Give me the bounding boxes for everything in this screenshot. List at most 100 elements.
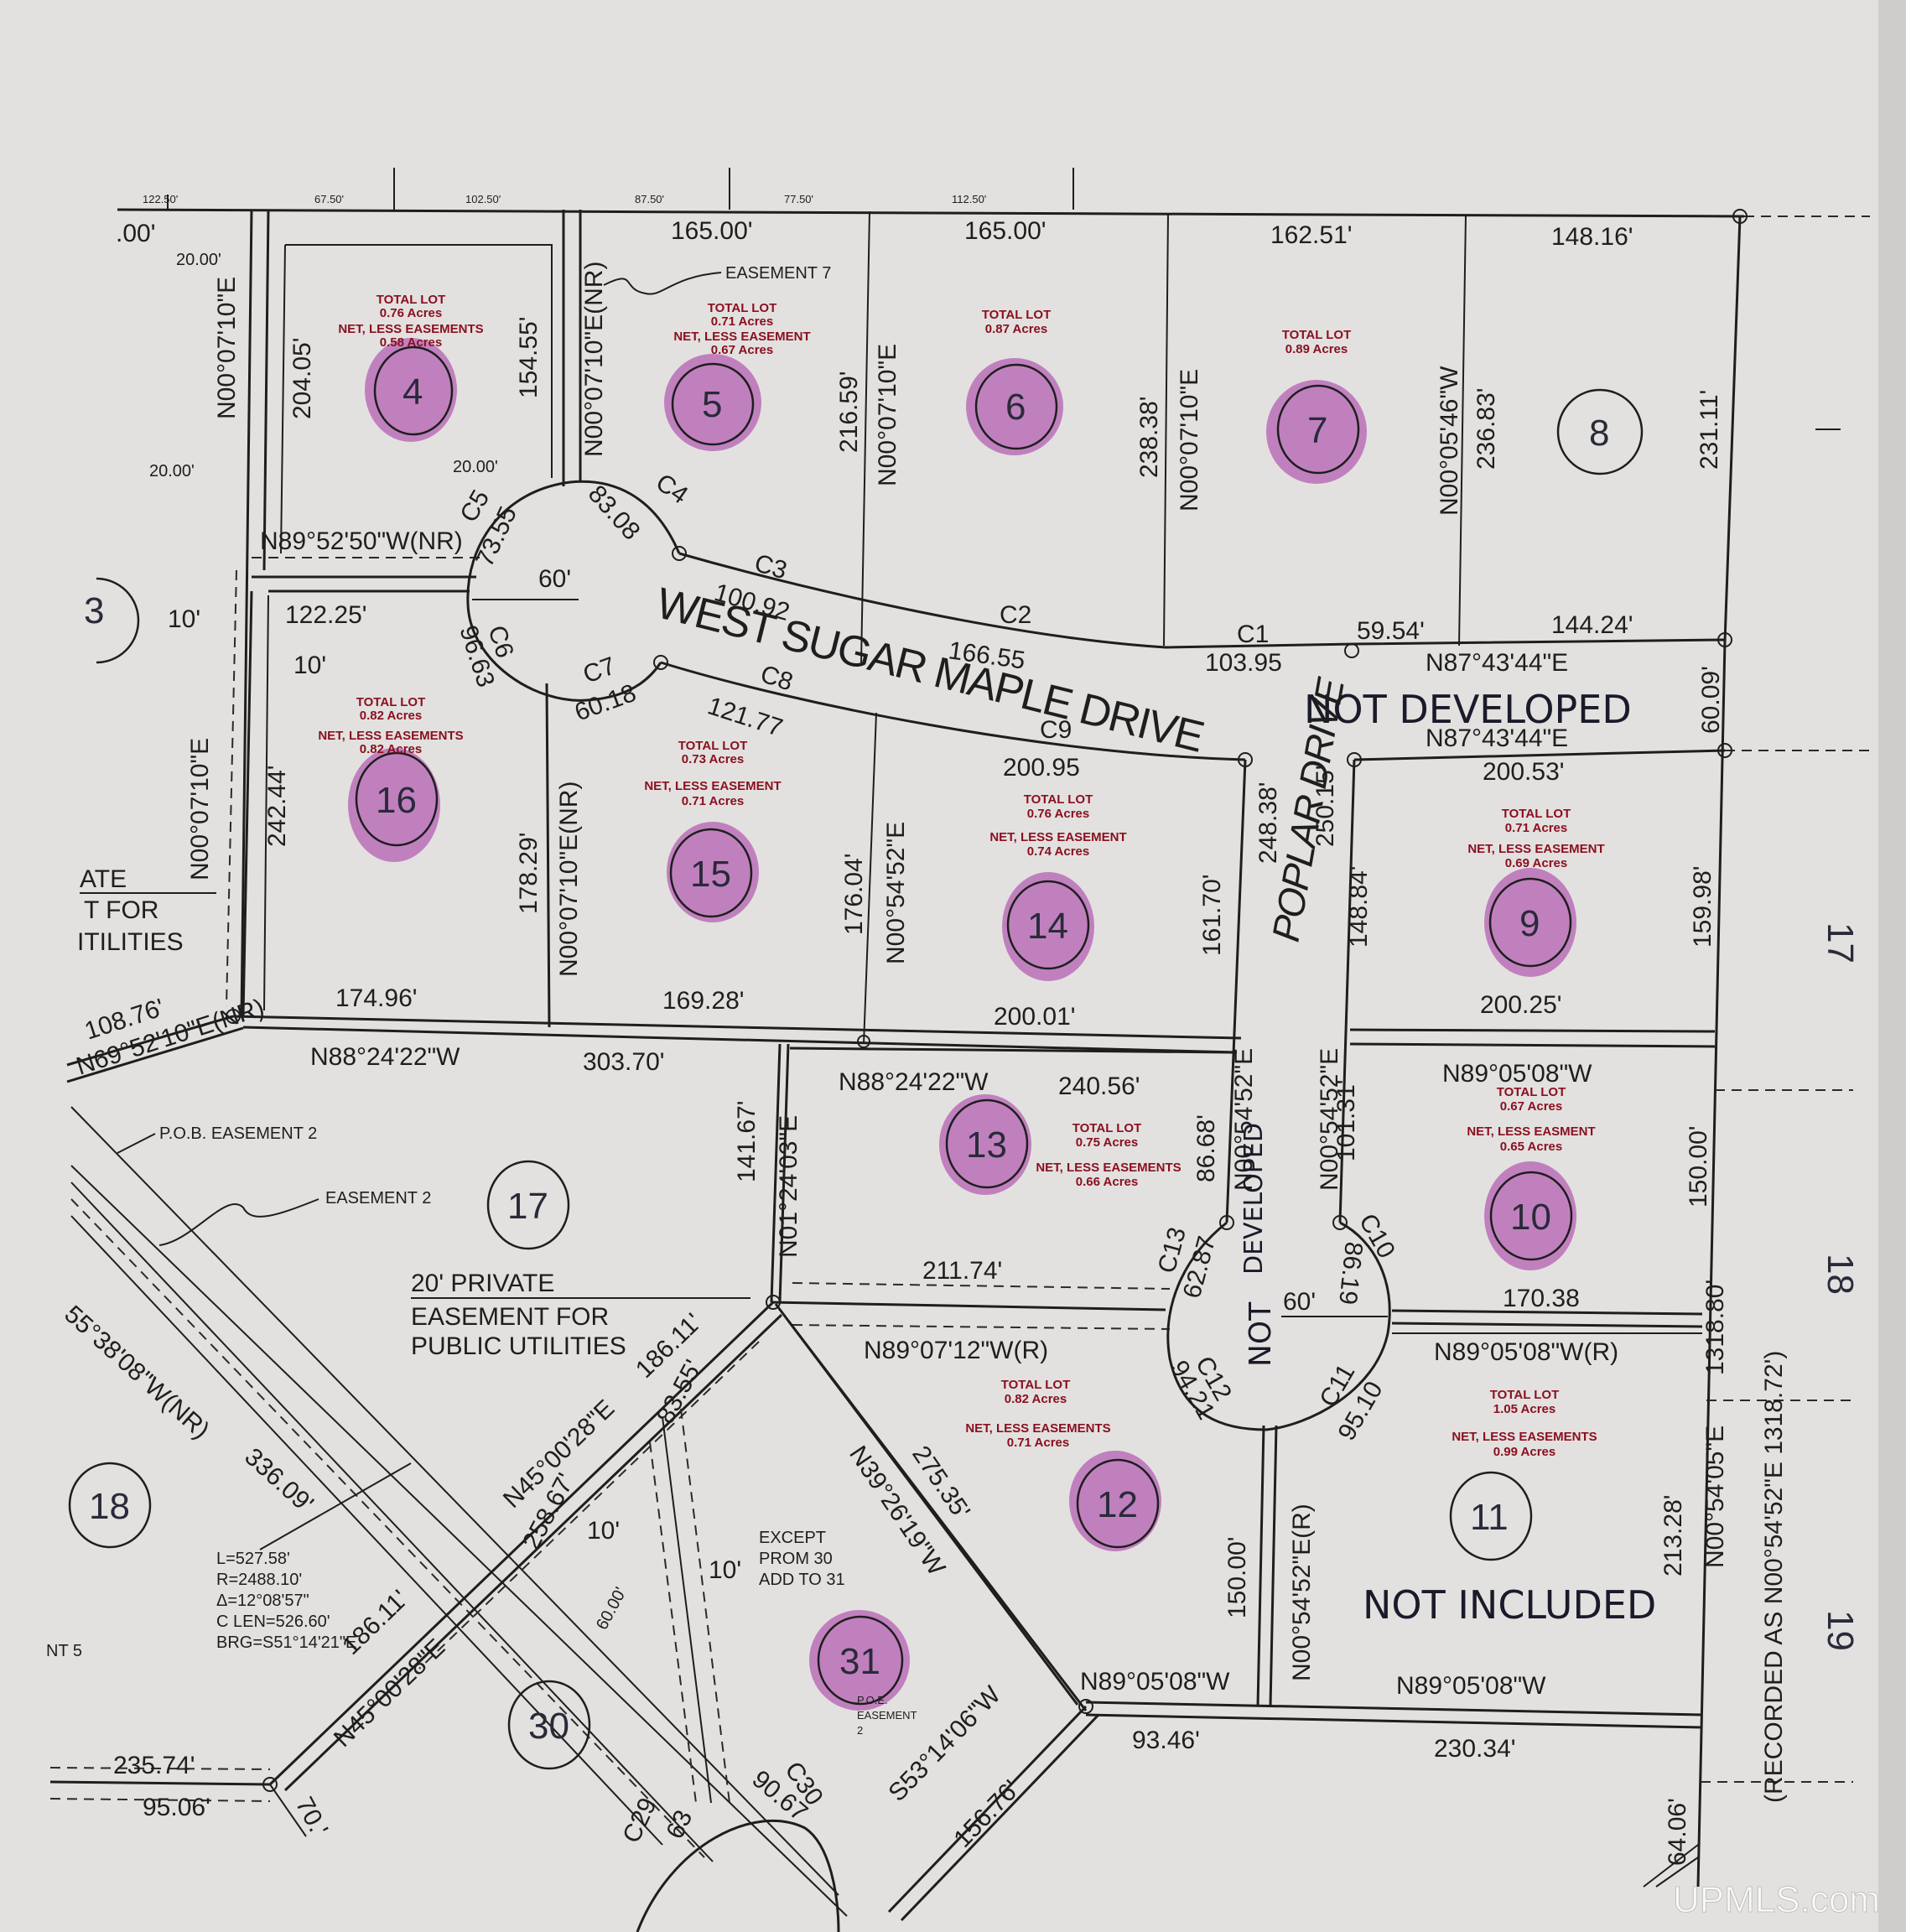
lot-number: 12: [1097, 1484, 1138, 1525]
svg-text:200.01': 200.01': [994, 1003, 1076, 1031]
svg-text:200.95: 200.95: [1003, 754, 1080, 782]
svg-text:0.73 Acres: 0.73 Acres: [682, 752, 745, 766]
svg-text:0.71 Acres: 0.71 Acres: [682, 794, 745, 808]
svg-text:TOTAL LOT: TOTAL LOT: [708, 301, 777, 315]
svg-text:122.25': 122.25': [285, 601, 367, 629]
svg-text:10': 10': [293, 652, 326, 679]
svg-text:200.25': 200.25': [1480, 991, 1562, 1019]
svg-text:TOTAL LOT: TOTAL LOT: [1502, 807, 1571, 821]
svg-text:N89°05'08"W: N89°05'08"W: [1442, 1060, 1592, 1088]
svg-text:95.06': 95.06': [143, 1794, 210, 1821]
svg-text:101.31': 101.31': [1332, 1080, 1360, 1162]
svg-text:165.00': 165.00': [964, 217, 1046, 245]
svg-text:NET, LESS EASEMENTS: NET, LESS EASEMENTS: [318, 729, 463, 743]
svg-text:NOT: NOT: [1244, 1301, 1278, 1367]
svg-text:N88°24'22"W: N88°24'22"W: [839, 1068, 989, 1096]
lot-number: 3: [84, 590, 104, 631]
svg-text:64.06': 64.06': [1664, 1798, 1691, 1866]
lot-number: 18: [89, 1486, 130, 1527]
svg-text:N00°07'10"E(NR): N00°07'10"E(NR): [580, 262, 608, 457]
tick-label: 112.50': [952, 193, 986, 205]
svg-text:204.05': 204.05': [288, 338, 316, 420]
tick-label: 87.50': [635, 193, 664, 205]
svg-text:NET, LESS EASEMENT: NET, LESS EASEMENT: [673, 330, 810, 344]
lot-number: 5: [702, 384, 722, 425]
svg-text:248.38': 248.38': [1254, 782, 1282, 865]
svg-text:0.76 Acres: 0.76 Acres: [380, 306, 443, 320]
svg-text:C1: C1: [1237, 621, 1269, 648]
svg-text:0.82 Acres: 0.82 Acres: [360, 709, 423, 723]
svg-text:235.74': 235.74': [113, 1752, 195, 1779]
svg-text:176.04': 176.04': [840, 854, 868, 936]
svg-text:NET, LESS EASMENT: NET, LESS EASMENT: [1467, 1124, 1595, 1139]
svg-text:TOTAL LOT: TOTAL LOT: [356, 695, 426, 709]
svg-text:R=2488.10': R=2488.10': [216, 1571, 302, 1589]
svg-text:TOTAL LOT: TOTAL LOT: [678, 739, 748, 753]
svg-text:19: 19: [1820, 1610, 1861, 1651]
svg-text:EASEMENT 7: EASEMENT 7: [725, 264, 831, 283]
svg-text:0.71 Acres: 0.71 Acres: [1007, 1436, 1070, 1450]
svg-text:ATE: ATE: [80, 865, 127, 893]
svg-text:N00°07'10"E(NR): N00°07'10"E(NR): [555, 782, 583, 977]
top-boundary: 122.50' 67.50' 102.50' 87.50' 77.50' 112…: [117, 168, 1870, 218]
lot-number: 14: [1027, 906, 1068, 947]
svg-text:TOTAL LOT: TOTAL LOT: [1490, 1388, 1560, 1402]
svg-text:10': 10': [709, 1556, 741, 1584]
svg-text:0.87 Acres: 0.87 Acres: [985, 322, 1048, 336]
svg-text:0.71 Acres: 0.71 Acres: [711, 314, 774, 329]
svg-text:0.75 Acres: 0.75 Acres: [1076, 1135, 1139, 1150]
svg-text:174.96': 174.96': [335, 984, 418, 1012]
svg-text:250.15': 250.15': [1311, 766, 1339, 848]
lot-3-partial-circle: [96, 577, 140, 664]
svg-text:P.O.E.: P.O.E.: [857, 1694, 888, 1706]
svg-text:165.00': 165.00': [671, 217, 753, 245]
acreage-labels: TOTAL LOT 0.76 Acres NET, LESS EASEMENTS…: [318, 293, 1604, 1459]
svg-text:N00°07'10"E: N00°07'10"E: [1176, 369, 1203, 512]
svg-text:N00°05'46"W: N00°05'46"W: [1436, 366, 1463, 516]
upmls-watermark: UPMLS.com: [1673, 1879, 1880, 1920]
svg-text:N89°05'08"W: N89°05'08"W: [1396, 1672, 1546, 1700]
paper-edge: [1878, 0, 1906, 1932]
svg-text:N01°24'03"E: N01°24'03"E: [775, 1115, 802, 1258]
handwritten-not-included: NOT INCLUDED: [1363, 1582, 1656, 1628]
svg-text:EASEMENT 2: EASEMENT 2: [325, 1189, 431, 1208]
svg-text:20.00': 20.00': [176, 251, 221, 269]
svg-text:TOTAL LOT: TOTAL LOT: [377, 293, 446, 307]
tick-label: 67.50': [314, 193, 344, 205]
svg-text:0.99 Acres: 0.99 Acres: [1493, 1445, 1556, 1459]
svg-text:N87°43'44"E: N87°43'44"E: [1426, 649, 1568, 677]
svg-text:303.70': 303.70': [583, 1048, 665, 1076]
svg-text:ITILITIES: ITILITIES: [77, 928, 184, 956]
svg-text:N88°24'22"W: N88°24'22"W: [310, 1043, 460, 1071]
svg-text:141.67': 141.67': [733, 1101, 761, 1183]
svg-text:213.28': 213.28': [1659, 1495, 1687, 1577]
svg-text:N89°05'08"W(R): N89°05'08"W(R): [1434, 1338, 1618, 1366]
svg-text:N87°43'44"E: N87°43'44"E: [1426, 724, 1568, 752]
svg-text:162.51': 162.51': [1270, 221, 1353, 249]
svg-text:Δ=12°08'57": Δ=12°08'57": [216, 1592, 309, 1610]
lot-markers: [68, 338, 1644, 1770]
svg-text:93.46': 93.46': [1132, 1727, 1200, 1754]
curve-c29-c30: [636, 1820, 840, 1932]
svg-text:N00°54'52"E: N00°54'52"E: [882, 822, 910, 964]
lot-number: 17: [507, 1186, 548, 1227]
lot-number: 7: [1307, 410, 1327, 451]
svg-text:T FOR: T FOR: [84, 896, 158, 924]
svg-text:60': 60': [538, 565, 571, 593]
svg-text:169.28': 169.28': [662, 987, 745, 1015]
lot-number: 4: [402, 371, 423, 413]
west-sugar-maple-drive: [226, 209, 1748, 1792]
svg-text:PUBLIC UTILITIES: PUBLIC UTILITIES: [411, 1332, 626, 1360]
svg-text:N89°05'08"W: N89°05'08"W: [1080, 1668, 1230, 1696]
svg-text:L=527.58': L=527.58': [216, 1550, 290, 1568]
svg-text:0.67 Acres: 0.67 Acres: [1500, 1099, 1563, 1114]
svg-text:0.76 Acres: 0.76 Acres: [1027, 807, 1090, 821]
svg-text:216.59': 216.59': [835, 371, 863, 454]
svg-text:DEVELOPED: DEVELOPED: [1239, 1123, 1269, 1275]
svg-text:C9: C9: [1040, 716, 1072, 744]
svg-text:C LEN=526.60': C LEN=526.60': [216, 1613, 330, 1631]
svg-text:242.44': 242.44': [263, 766, 291, 848]
svg-text:170.38: 170.38: [1503, 1285, 1580, 1312]
svg-text:N00°54'52"E(R): N00°54'52"E(R): [1288, 1504, 1316, 1681]
svg-text:154.55': 154.55': [515, 317, 543, 399]
